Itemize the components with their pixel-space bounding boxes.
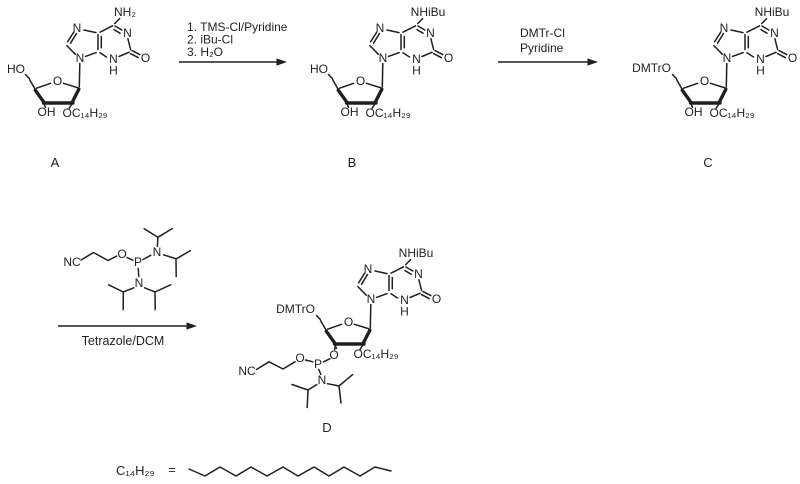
carbonyl-o-label: O	[444, 51, 453, 65]
structure-c: NHiBu N N O N H N O DMTrO OH OC₁₄H₂₉	[632, 5, 797, 120]
structure-a: NH₂ N N O N H N O HO OH OC₁₄H₂₉	[7, 5, 150, 120]
sugar-front-bonds	[336, 87, 384, 105]
structure-b-caption: B	[348, 155, 357, 170]
n1-atom-label: N	[770, 26, 779, 40]
n1-atom-label: N	[123, 26, 132, 40]
five-prime-ho-label: HO	[7, 62, 25, 76]
ribose-o-label: O	[53, 74, 62, 88]
ester-o-label: O	[295, 351, 304, 365]
n7-atom-label: N	[364, 262, 373, 276]
amine-label: NHiBu	[399, 246, 434, 260]
n9-atom-label: N	[379, 51, 388, 65]
ribose-o-label: O	[356, 74, 365, 88]
n3-h-label: H	[756, 64, 765, 78]
three-prime-o-label: O	[329, 348, 338, 362]
n1-atom-label: N	[414, 267, 423, 281]
n1-atom-label: N	[426, 26, 435, 40]
two-prime-oc14-label: OC₁₄H₂₉	[354, 347, 399, 361]
three-prime-oh-label: OH	[341, 105, 359, 119]
structure-d-caption: D	[322, 420, 331, 435]
structure-c-caption: C	[703, 155, 712, 170]
ester-o-label: O	[117, 247, 126, 261]
n3-atom-label: N	[400, 293, 409, 307]
reaction-step-1: 1. TMS-Cl/Pyridine 2. iBu-Cl 3. H₂O	[179, 20, 288, 66]
sugar-front-bonds	[324, 328, 372, 346]
phosphoramidite-reagent: NC O P N N	[63, 227, 192, 311]
two-prime-oc14-label: OC₁₄H₂₉	[63, 106, 108, 120]
amine-n-label: N	[153, 245, 162, 259]
five-prime-dmtro-label: DMTrO	[632, 61, 671, 75]
tetradecyl-chain-bonds	[188, 466, 392, 477]
sugar-front-bonds	[680, 87, 728, 105]
n3-atom-label: N	[756, 52, 765, 66]
n3-h-label: H	[400, 305, 409, 319]
amine-label: NH₂	[114, 5, 136, 19]
step2-reagent-line2: Pyridine	[520, 41, 564, 55]
n7-atom-label: N	[376, 21, 385, 35]
ribose-o-label: O	[344, 315, 353, 329]
two-prime-oc14-label: OC₁₄H₂₉	[710, 106, 755, 120]
step2-reagent-line1: DMTr-Cl	[520, 26, 565, 40]
three-prime-oh-label: OH	[38, 105, 56, 119]
structure-d-phosphoramidite: O P N O NC	[238, 345, 354, 409]
step1-reagent-line1: 1. TMS-Cl/Pyridine	[187, 20, 288, 34]
n9-atom-label: N	[76, 51, 85, 65]
carbonyl-o-label: O	[141, 51, 150, 65]
n3-h-label: H	[109, 64, 118, 78]
structure-b: NHiBu N N O N H N O HO OH OC₁₄H₂₉	[310, 5, 453, 120]
n7-atom-label: N	[73, 21, 82, 35]
reaction-step-2: DMTr-Cl Pyridine	[498, 26, 598, 66]
amine-n-label: N	[135, 276, 144, 290]
arrow-head-icon	[587, 58, 598, 66]
amine-label: NHiBu	[755, 5, 790, 19]
step1-reagent-line3: 3. H₂O	[187, 45, 223, 59]
equals-sign: =	[168, 462, 176, 477]
structure-a-caption: A	[51, 155, 60, 170]
structure-d: NHiBu N N O N H N O DMTrO OC₁₄H₂₉	[276, 246, 441, 361]
carbonyl-o-label: O	[788, 51, 797, 65]
step1-reagent-line2: 2. iBu-Cl	[187, 33, 233, 47]
n3-h-label: H	[412, 64, 421, 78]
phosphorus-label: P	[314, 357, 322, 371]
amine-n-label: N	[318, 373, 327, 387]
ribose-o-label: O	[700, 74, 709, 88]
sugar-front-bonds	[33, 87, 81, 105]
arrow-head-icon	[186, 322, 197, 330]
nitrile-nc-label: NC	[238, 364, 256, 378]
n3-atom-label: N	[109, 52, 118, 66]
n3-atom-label: N	[412, 52, 421, 66]
phosphorus-label: P	[134, 255, 142, 269]
carbonyl-o-label: O	[432, 292, 441, 306]
two-prime-oc14-label: OC₁₄H₂₉	[366, 106, 411, 120]
chain-definition: C₁₄H₂₉ =	[116, 462, 392, 478]
five-prime-ho-label: HO	[310, 62, 328, 76]
bond-lines	[255, 345, 354, 409]
nitrile-nc-label: NC	[63, 255, 81, 269]
chain-formula-label: C₁₄H₂₉	[116, 463, 155, 478]
n9-atom-label: N	[367, 292, 376, 306]
n9-atom-label: N	[723, 51, 732, 65]
n7-atom-label: N	[720, 21, 729, 35]
step3-reagent-line1: Tetrazole/DCM	[82, 334, 165, 348]
reaction-step-3: Tetrazole/DCM	[58, 322, 197, 348]
amine-label: NHiBu	[411, 5, 446, 19]
five-prime-dmtro-label: DMTrO	[276, 302, 315, 316]
three-prime-oh-label: OH	[685, 105, 703, 119]
bond-lines	[80, 227, 192, 311]
arrow-head-icon	[276, 58, 287, 66]
